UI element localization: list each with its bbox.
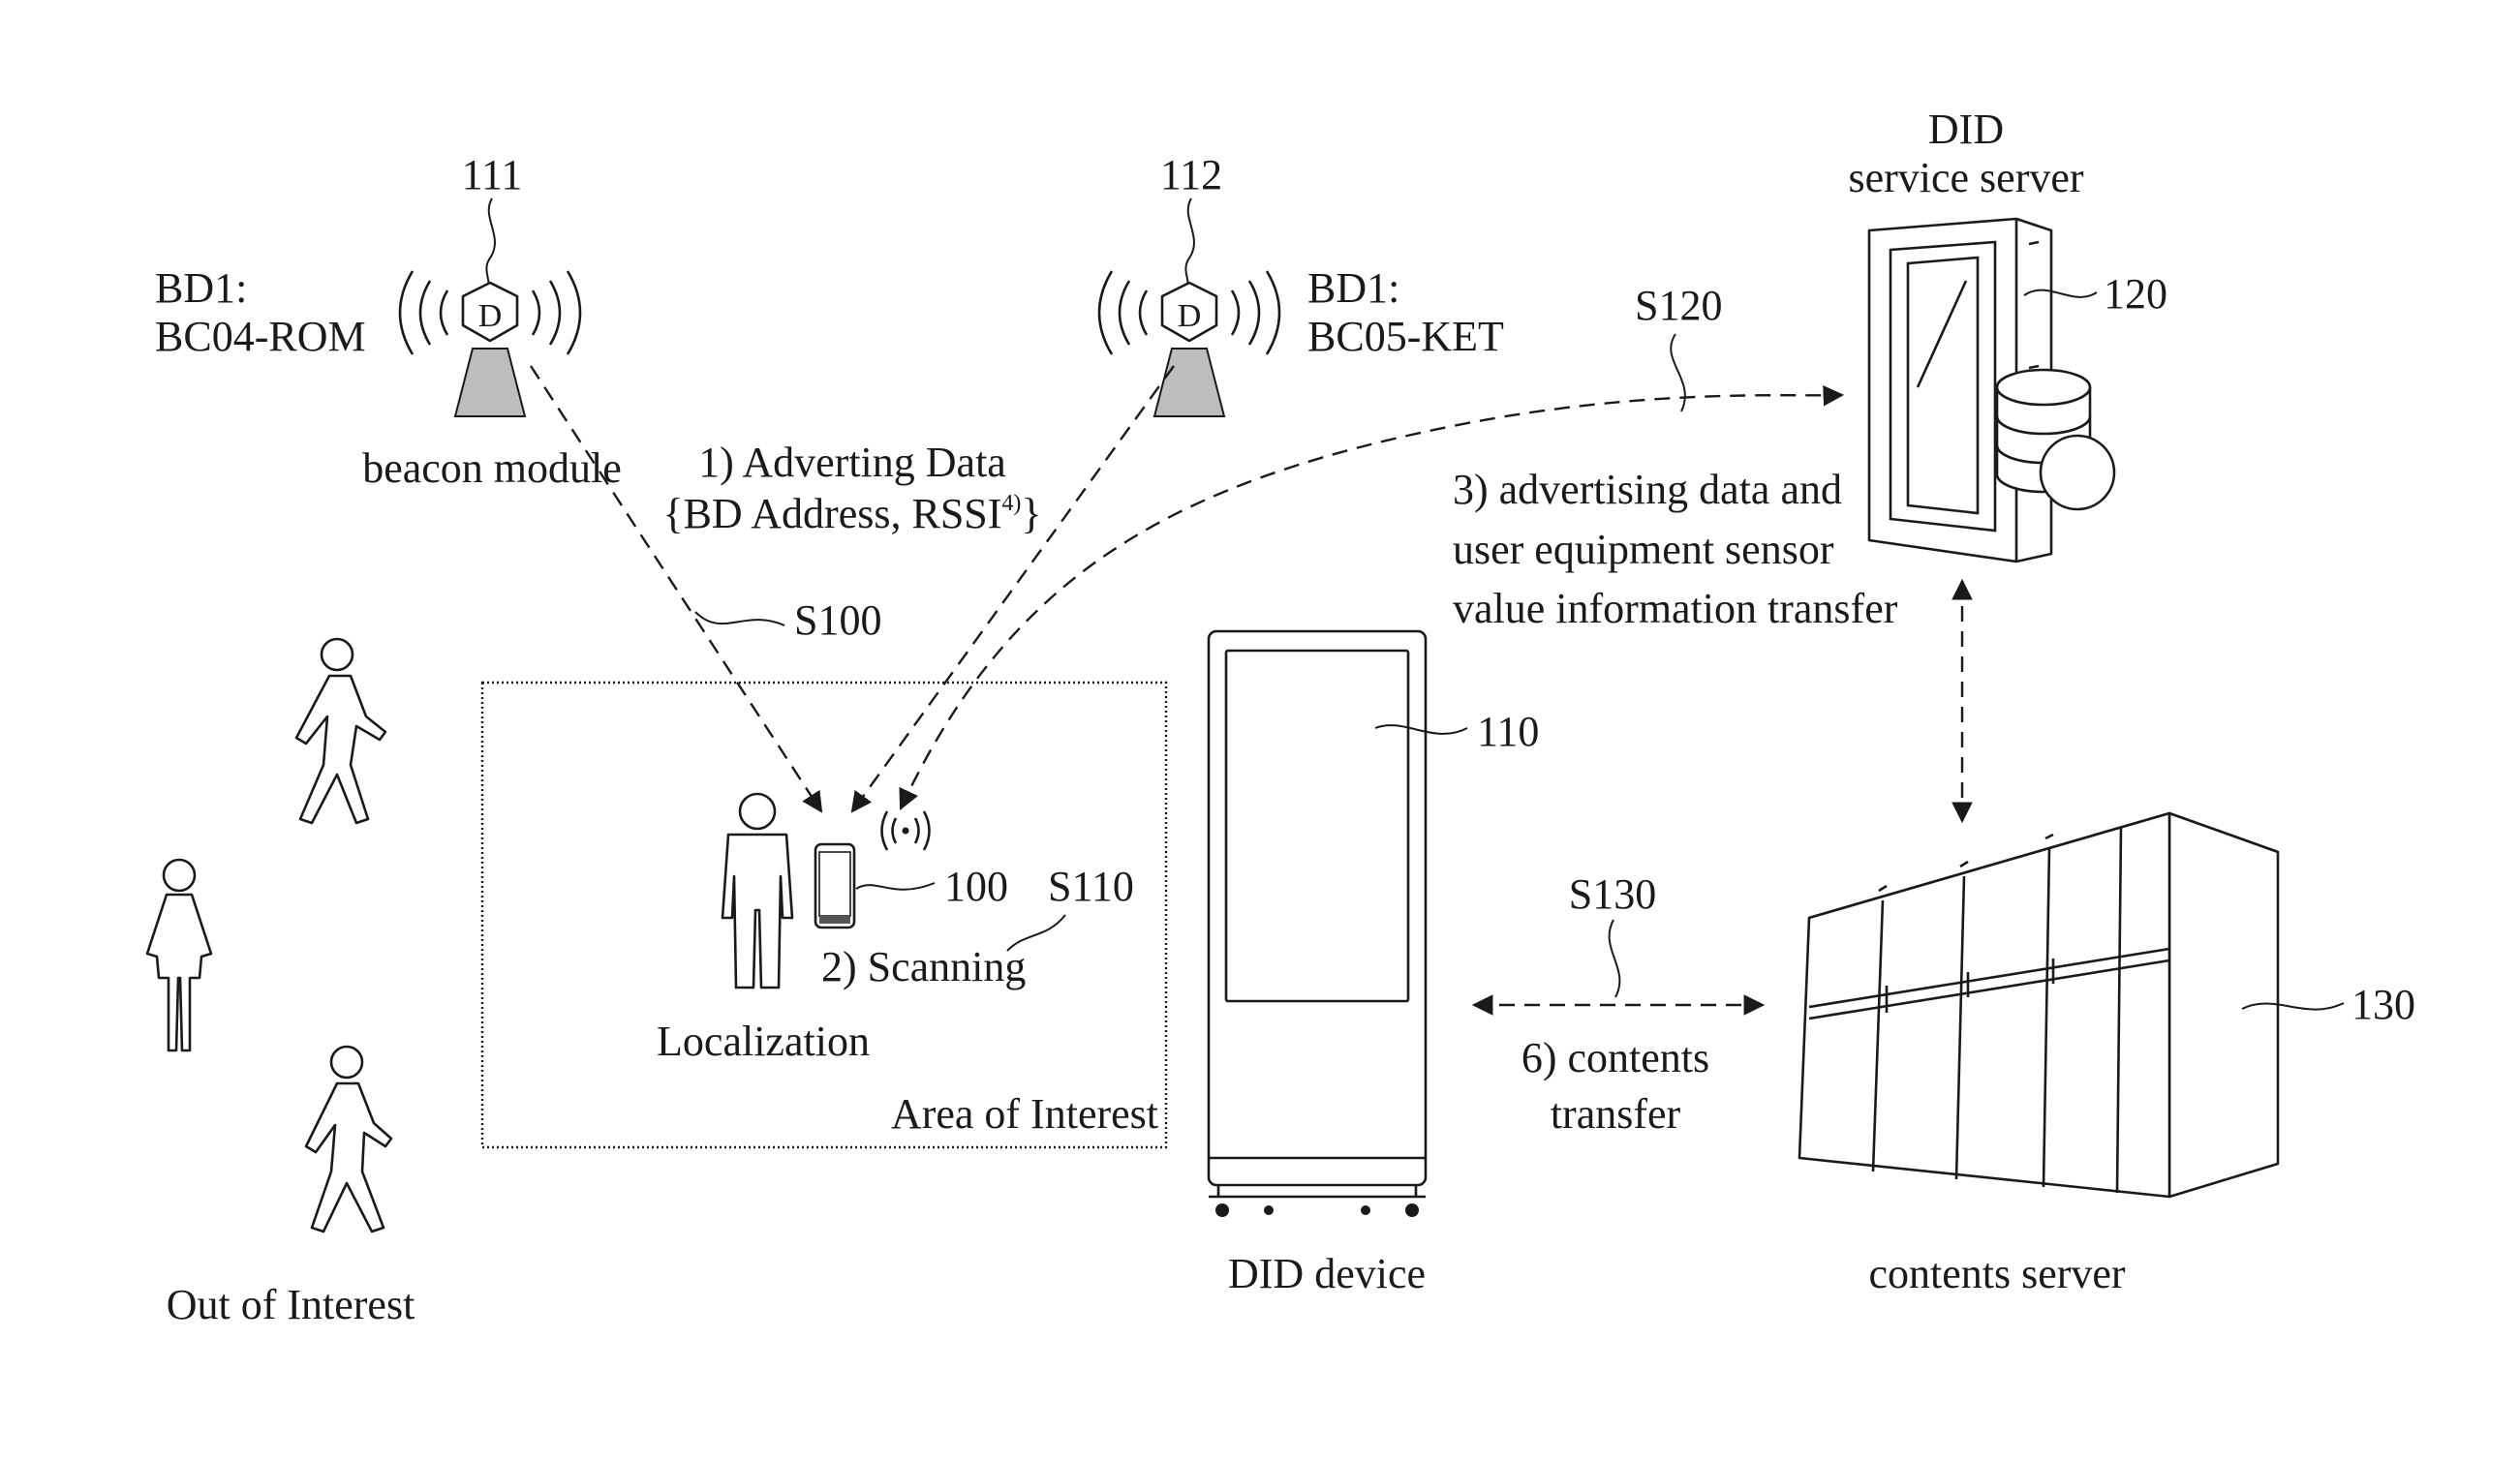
database-icon — [1997, 370, 2114, 509]
s130-code: S130 — [1569, 870, 1656, 918]
beacon-111-id-line1: BD1: — [155, 264, 247, 312]
did-service-server-title-line1: DID — [1928, 106, 2004, 153]
did-service-server-ref: 120 — [2104, 270, 2167, 318]
s120-line3: value information transfer — [1453, 585, 1898, 632]
s130-leader — [1610, 920, 1620, 997]
signal-icon — [882, 811, 930, 850]
step-s100-label: 1) Adverting Data {BD Address, RSSI4)} S… — [662, 439, 1041, 644]
woman-icon — [147, 860, 211, 1050]
s120-line2: user equipment sensor — [1453, 526, 1834, 573]
area-of-interest-label: Area of Interest — [891, 1090, 1158, 1138]
beacon-111-id-line2: BC04-ROM — [155, 313, 366, 360]
s120-line1: 3) advertising data and — [1453, 466, 1842, 513]
localization-label: Localization — [657, 1018, 870, 1065]
did-device-ref: 110 — [1477, 708, 1539, 755]
server-cabinet-icon — [1799, 813, 2278, 1197]
svg-text:D: D — [1178, 298, 1202, 334]
beacon-112-id-line2: BC05-KET — [1307, 313, 1504, 360]
kiosk-display-icon — [1209, 631, 1426, 1217]
s110-label: 2) Scanning — [821, 943, 1026, 990]
step-s120-label: 3) advertising data and user equipment s… — [1453, 466, 1898, 632]
beacon-111-leader — [486, 198, 495, 289]
beacon-module-112: 112 D BD1: BC05-KET — [1099, 151, 1504, 416]
beacon-module-caption: beacon module — [362, 444, 622, 492]
s100-leader — [695, 612, 784, 625]
contents-server: 130 contents server — [1799, 813, 2415, 1297]
beacon-111-ref: 111 — [462, 151, 523, 198]
did-device-caption: DID device — [1228, 1250, 1426, 1297]
s100-line2-prefix: {BD Address, RSSI — [662, 490, 1001, 537]
s110-code: S110 — [1048, 863, 1134, 910]
walking-person-icon — [306, 1047, 391, 1232]
contents-server-ref: 130 — [2351, 981, 2415, 1028]
beacon-112-leader — [1185, 198, 1194, 289]
s100-line1: 1) Adverting Data — [698, 439, 1006, 486]
beacon-tower-icon: D — [400, 271, 580, 416]
s100-line2-superscript: 4) — [1001, 491, 1021, 516]
person-icon — [722, 794, 792, 988]
beacon-112-ref: 112 — [1160, 151, 1222, 198]
walking-person-icon — [296, 639, 385, 823]
s120-leader — [1671, 334, 1685, 411]
did-service-server: DID service server 120 — [1848, 106, 2167, 562]
s100-line2: {BD Address, RSSI4)} — [662, 490, 1041, 537]
did-service-server-title-line2: service server — [1848, 154, 2083, 201]
contents-server-caption: contents server — [1868, 1250, 2125, 1297]
out-of-interest-label: Out of Interest — [167, 1281, 415, 1328]
s100-code: S100 — [794, 596, 881, 644]
phone-leader — [856, 883, 935, 890]
did-device: 110 DID device — [1209, 631, 1539, 1297]
beacon-tower-icon: D — [1099, 271, 1279, 416]
s130-line1: 6) contents — [1521, 1034, 1709, 1081]
arrow-beacon112-to-phone — [852, 366, 1174, 811]
smartphone-icon — [815, 844, 854, 928]
arrow-beacon111-to-phone — [531, 366, 821, 811]
beacon-module-111: 111 D BD1: BC04-ROM beacon module — [155, 151, 622, 492]
area-of-interest: Area of Interest 100 S110 2) Scanning Lo… — [482, 683, 1166, 1147]
step-s130-label: S130 6) contents transfer — [1474, 870, 1763, 1138]
out-of-interest: Out of Interest — [147, 639, 415, 1328]
beacon-112-id-line1: BD1: — [1307, 264, 1399, 312]
s100-line2-suffix: } — [1021, 490, 1041, 537]
s120-code: S120 — [1635, 282, 1722, 329]
s130-line2: transfer — [1551, 1090, 1681, 1138]
svg-text:D: D — [478, 298, 503, 334]
user-equipment-ref: 100 — [944, 863, 1008, 910]
